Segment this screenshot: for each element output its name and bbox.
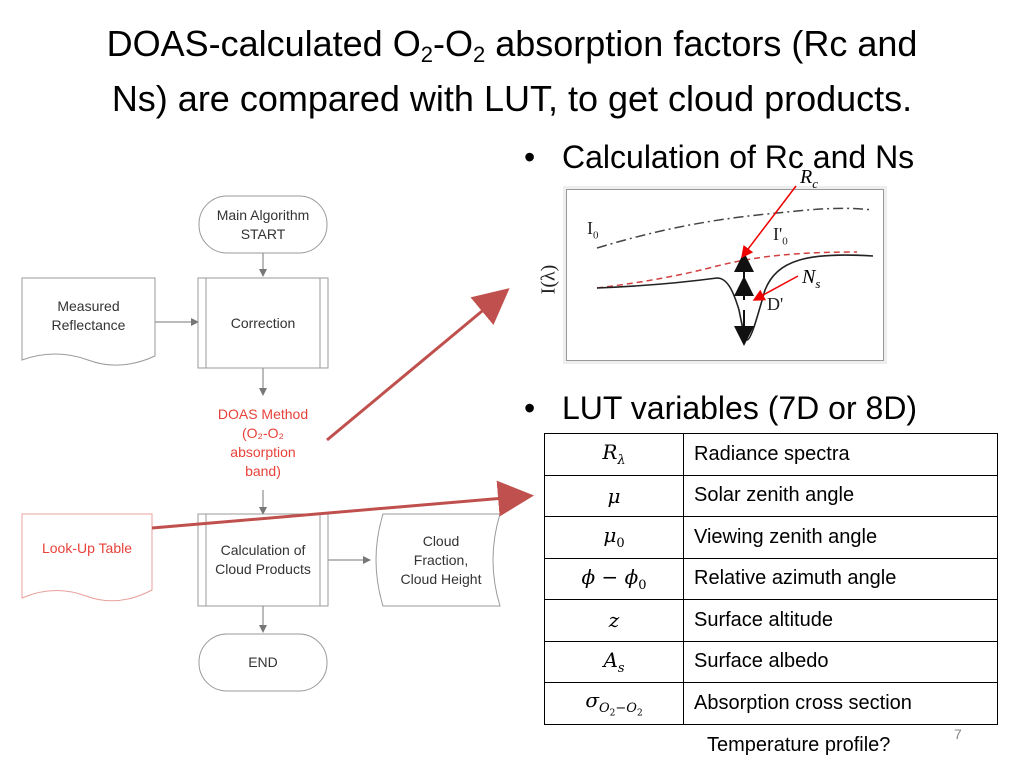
correction-label: Correction [230, 314, 296, 331]
table-row: μ Solar zenith angle [544, 474, 998, 517]
table-row: z Surface altitude [544, 599, 998, 642]
calc-products-shape [197, 513, 329, 607]
i0-label: I0 [587, 218, 599, 242]
lut-label: Look-Up Table [41, 539, 133, 556]
measured-reflectance-shape [21, 277, 156, 366]
end-terminator [198, 633, 328, 692]
symbol-cell: As [544, 640, 684, 683]
page-number: 7 [954, 726, 962, 742]
table-row: σO2−O2 Absorption cross section [544, 682, 998, 725]
slide-title: DOAS-calculated O2-O2 absorption factors… [0, 22, 1024, 121]
d-prime-label: D' [767, 294, 784, 314]
i0-prime-label: I'0 [773, 224, 788, 248]
correction-shape [197, 277, 329, 369]
temperature-profile-note: Temperature profile? [707, 734, 891, 756]
spectrum-figure: I0 I'0 D' [566, 189, 884, 361]
table-row: As Surface albedo [544, 640, 998, 683]
table-row: Rλ Radiance spectra [544, 433, 998, 476]
desc-cell: Surface albedo [683, 640, 998, 683]
desc-cell: Absorption cross section [683, 682, 998, 725]
desc-cell: Surface altitude [683, 599, 998, 642]
bullet-calculation-text: Calculation of Rc and Ns [562, 139, 915, 175]
i0-curve [596, 207, 874, 249]
output-shape [375, 513, 501, 607]
bullet-lut-text: LUT variables (7D or 8D) [562, 390, 918, 426]
rc-pointer [741, 185, 797, 259]
bullet-lut: • LUT variables (7D or 8D) [524, 389, 917, 427]
arrow-doas-to-figure [326, 288, 510, 442]
spectrum-plot [596, 207, 874, 346]
ns-label: Ns [802, 266, 821, 291]
table-row: ϕ − ϕ0 Relative azimuth angle [544, 557, 998, 600]
symbol-cell: μ [544, 474, 684, 517]
rc-label: Rc [800, 166, 818, 191]
lut-shape [21, 513, 153, 602]
i0-prime-curve [596, 251, 858, 289]
desc-cell: Viewing zenith angle [683, 516, 998, 559]
lut-variables-table: Rλ Radiance spectra μ Solar zenith angle… [544, 433, 998, 725]
table-row: μ0 Viewing zenith angle [544, 516, 998, 559]
title-line-2: Ns) are compared with LUT, to get cloud … [111, 78, 913, 119]
end-label: END [248, 654, 278, 670]
bullet-dot: • [524, 390, 536, 426]
symbol-cell: z [544, 599, 684, 642]
desc-cell: Radiance spectra [683, 433, 998, 476]
start-terminator [198, 195, 328, 254]
symbol-cell: Rλ [544, 433, 684, 476]
symbol-cell: σO2−O2 [544, 682, 684, 725]
symbol-cell: μ0 [544, 516, 684, 559]
arrow-lut-to-table [151, 480, 534, 530]
bullet-dot: • [524, 139, 536, 175]
bullet-calculation: • Calculation of Rc and Ns [524, 138, 914, 176]
desc-cell: Solar zenith angle [683, 474, 998, 517]
ns-pointer [752, 275, 799, 301]
title-line-1: DOAS-calculated O2-O2 absorption factors… [106, 23, 918, 67]
symbol-cell: ϕ − ϕ0 [544, 557, 684, 600]
desc-cell: Relative azimuth angle [683, 557, 998, 600]
